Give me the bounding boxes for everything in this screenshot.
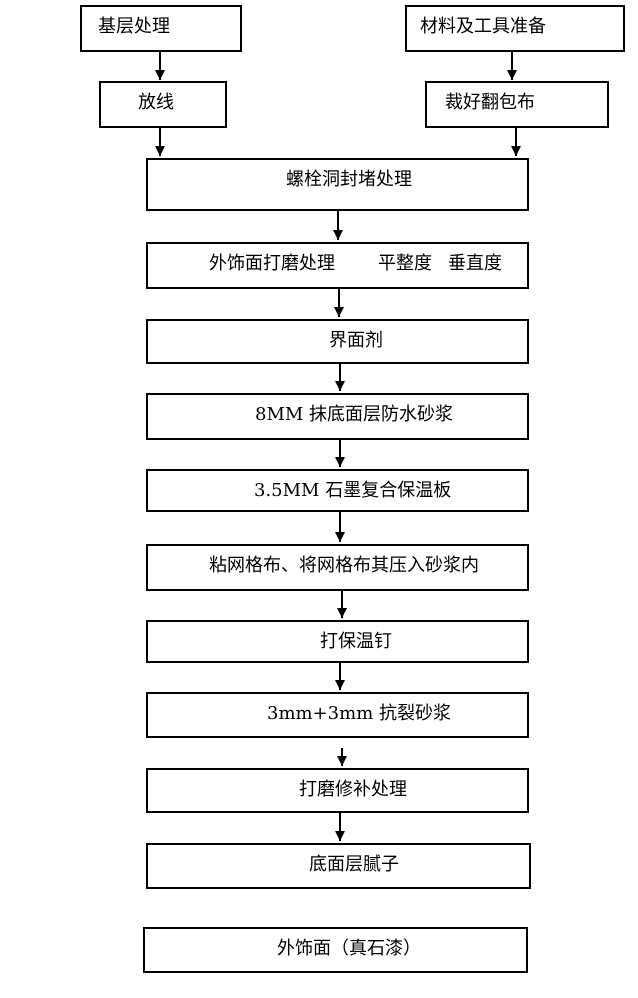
step-base-treatment-label: 基层处理 xyxy=(98,16,170,37)
step-cut-cloth-label: 裁好翻包布 xyxy=(445,92,535,113)
step-grinding-repair: 打磨修补处理 xyxy=(146,768,529,813)
step-verticality-label: 垂直度 xyxy=(448,253,502,274)
step-materials-tools: 材料及工具准备 xyxy=(405,5,625,52)
step-anti-crack-mortar-label: 3mm+3mm 抗裂砂浆 xyxy=(267,703,451,724)
step-cut-cloth: 裁好翻包布 xyxy=(425,81,609,128)
step-real-stone-paint: 外饰面（真石漆） xyxy=(143,927,528,973)
step-waterproof-mortar-label: 8MM 抹底面层防水砂浆 xyxy=(255,404,454,425)
step-real-stone-paint-label: 外饰面（真石漆） xyxy=(277,938,421,959)
step-base-treatment: 基层处理 xyxy=(80,5,242,52)
step-flatness-label: 平整度 xyxy=(378,253,432,274)
step-anti-crack-mortar: 3mm+3mm 抗裂砂浆 xyxy=(146,692,529,738)
step-mesh-cloth-label: 粘网格布、将网格布其压入砂浆内 xyxy=(209,555,479,576)
step-graphite-board-label: 3.5MM 石墨复合保温板 xyxy=(254,480,452,501)
step-materials-tools-label: 材料及工具准备 xyxy=(420,16,546,37)
step-insulation-nails: 打保温钉 xyxy=(146,620,529,663)
step-exterior-grinding: 外饰面打磨处理 平整度 垂直度 xyxy=(146,242,529,289)
step-base-putty: 底面层腻子 xyxy=(146,843,531,889)
step-graphite-board: 3.5MM 石墨复合保温板 xyxy=(146,469,529,512)
step-mesh-cloth: 粘网格布、将网格布其压入砂浆内 xyxy=(146,544,529,591)
step-waterproof-mortar: 8MM 抹底面层防水砂浆 xyxy=(146,393,529,440)
step-bolt-hole-sealing: 螺栓洞封堵处理 xyxy=(146,158,529,211)
step-line-setting-label: 放线 xyxy=(138,92,174,113)
step-base-putty-label: 底面层腻子 xyxy=(309,854,399,875)
step-exterior-grinding-label: 外饰面打磨处理 xyxy=(209,253,335,274)
step-bolt-hole-sealing-label: 螺栓洞封堵处理 xyxy=(286,169,412,190)
step-grinding-repair-label: 打磨修补处理 xyxy=(299,779,407,800)
step-insulation-nails-label: 打保温钉 xyxy=(320,631,392,652)
step-interface-agent-label: 界面剂 xyxy=(329,330,383,351)
step-line-setting: 放线 xyxy=(99,81,227,128)
step-interface-agent: 界面剂 xyxy=(146,319,529,364)
